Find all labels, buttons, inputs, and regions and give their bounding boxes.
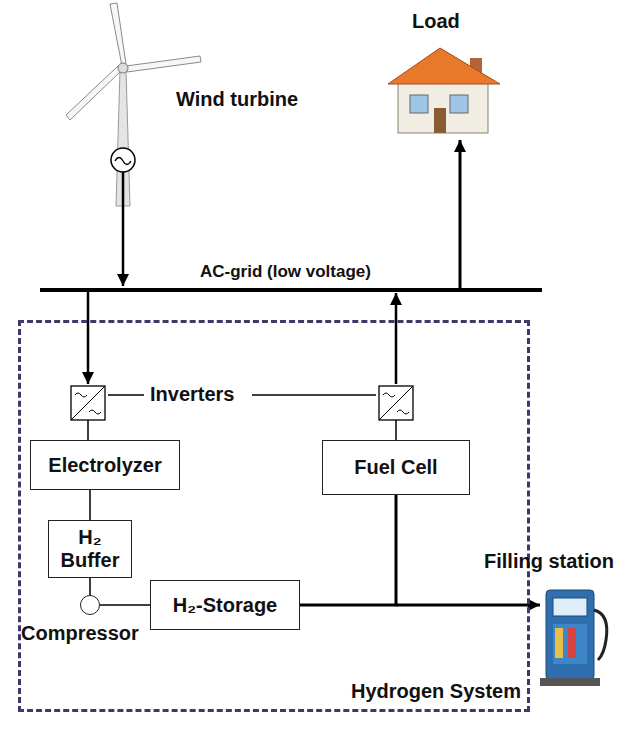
- connector: [100, 604, 150, 606]
- node-text: Fuel Cell: [354, 456, 437, 479]
- wire: [395, 420, 397, 440]
- node-text: Compressor: [21, 622, 139, 645]
- inverter-symbol: [379, 386, 413, 420]
- component-label: Load: [412, 10, 460, 33]
- generator-symbol: [111, 148, 135, 172]
- node-text: Hydrogen System: [351, 680, 521, 703]
- power-arrow: [395, 293, 398, 384]
- house-icon: [388, 48, 500, 133]
- node-text: H₂-Storage: [173, 594, 277, 617]
- node-text: Electrolyzer: [48, 454, 161, 477]
- node-text: H₂ Buffer: [49, 526, 131, 572]
- component-label: Filling station: [484, 550, 614, 573]
- component-label: Wind turbine: [176, 88, 298, 111]
- inverter-symbol: [71, 386, 105, 420]
- fuel-pump-icon: [540, 590, 607, 686]
- process-box: Electrolyzer: [30, 440, 180, 490]
- ac-bus: [40, 288, 542, 292]
- component-label: Inverters: [150, 383, 235, 406]
- system-boundary: Hydrogen System Electrolyzer H₂ BufferComp…: [18, 320, 530, 712]
- compressor-symbol: Compressor: [80, 595, 100, 615]
- connector: [300, 495, 396, 605]
- power-arrow: [122, 172, 125, 286]
- power-arrow: [87, 292, 90, 384]
- process-box: Fuel Cell: [322, 440, 470, 495]
- leader-line: [108, 394, 144, 396]
- wire: [87, 420, 89, 440]
- process-box: H₂-Storage: [150, 580, 300, 630]
- process-box: H₂ Buffer: [48, 520, 132, 578]
- supply-arrow: [396, 604, 540, 607]
- bus-label: AC-grid (low voltage): [200, 262, 371, 282]
- leader-line: [252, 394, 376, 396]
- connector: [89, 490, 91, 520]
- connector: [89, 578, 91, 595]
- power-arrow: [459, 140, 462, 288]
